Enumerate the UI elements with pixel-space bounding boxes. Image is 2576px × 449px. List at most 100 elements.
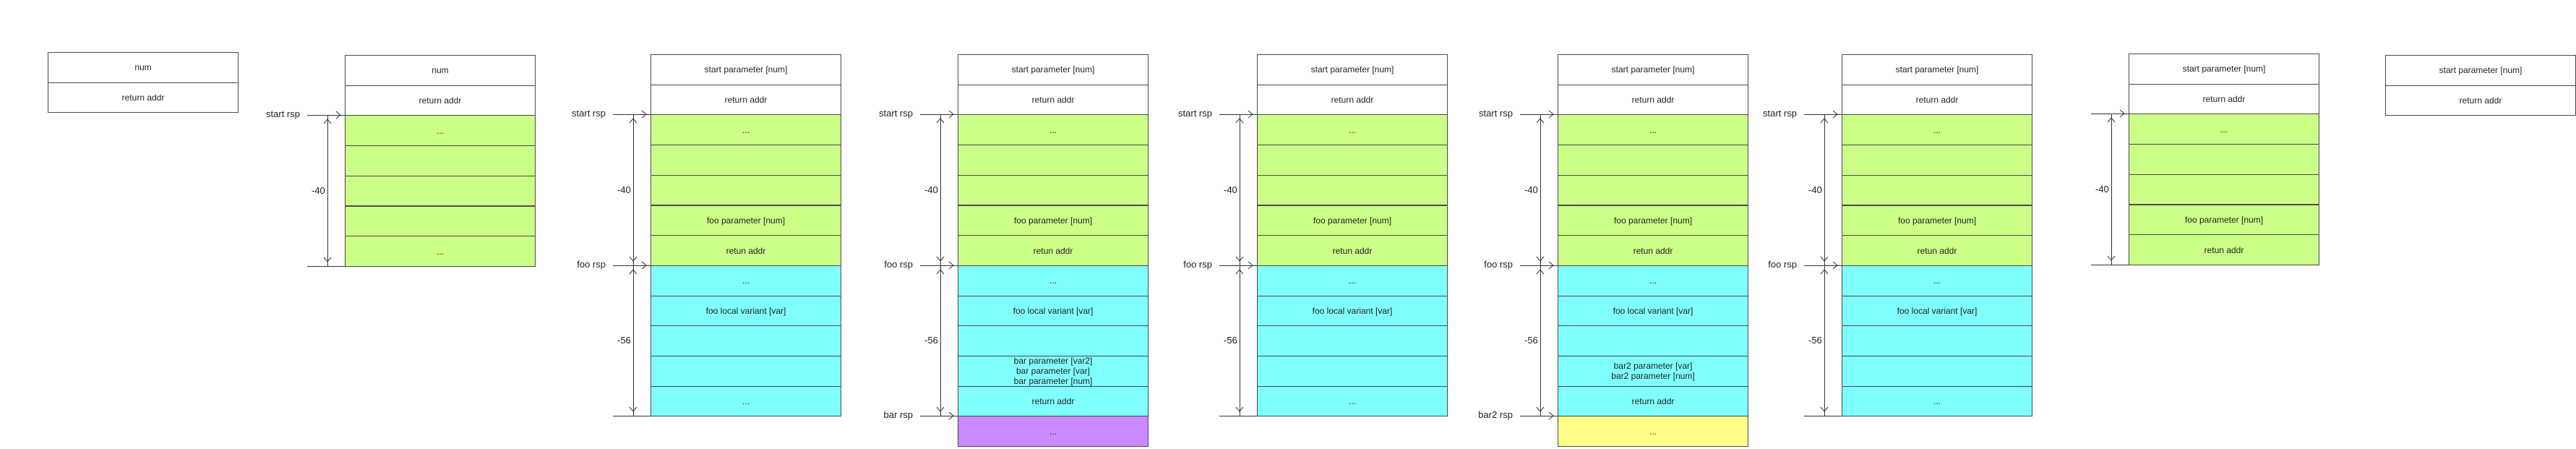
arrowhead-up [1820, 118, 1829, 124]
stack-slot: start parameter [num] [2129, 54, 2319, 85]
stack-slot [2129, 174, 2319, 205]
arrowhead-up [323, 119, 332, 124]
offset-label: -56 [1524, 335, 1538, 346]
stack-slot: foo parameter [num] [958, 205, 1149, 236]
stack-slot [651, 174, 841, 206]
stack-slot: foo parameter [num] [1257, 205, 1448, 236]
stack-slot [345, 175, 536, 207]
arrowhead-up [1235, 269, 1244, 275]
pointer-label: start rsp [1763, 108, 1797, 119]
stack-slot: ... [1842, 114, 2032, 146]
stack-slot [1842, 325, 2032, 356]
stack-slot: retun addr [2129, 234, 2319, 265]
offset-bracket-line [633, 114, 634, 265]
stack-slot: num [48, 52, 239, 83]
stack-slot: retun addr [1257, 235, 1448, 266]
stack-slot: ... [1842, 265, 2032, 296]
arrowhead-right [335, 111, 341, 119]
arrowhead-down [936, 256, 945, 262]
arrowhead-down [2107, 255, 2116, 261]
arrowhead-up [936, 269, 945, 275]
stack-slot: ... [1842, 385, 2032, 417]
offset-label: -56 [924, 335, 938, 346]
pointer-line [307, 115, 345, 116]
stack-slot: retun addr [1558, 235, 1748, 266]
stack-slot: ... [1257, 385, 1448, 417]
offset-label: -40 [617, 184, 631, 195]
arrowhead-down [629, 256, 637, 262]
arrowhead-up [1536, 118, 1545, 124]
pointer-label: start rsp [1479, 108, 1513, 119]
stack-slot: num [345, 55, 536, 86]
stack-slot: return addr [1257, 84, 1448, 116]
arrowhead-up [1536, 269, 1545, 275]
pointer-label: foo rsp [1768, 258, 1797, 270]
stack-slot: foo parameter [num] [1842, 205, 2032, 236]
stack-slot: foo local variant [var] [958, 295, 1149, 327]
pointer-label: foo rsp [1183, 258, 1212, 270]
stack-slot: ... [651, 265, 841, 296]
stack-slot [1558, 174, 1748, 206]
stack-slot: return addr [2129, 83, 2319, 115]
offset-bracket-line [1540, 114, 1541, 265]
stack-slot: foo local variant [var] [1257, 295, 1448, 327]
stack-slot: foo parameter [num] [2129, 204, 2319, 236]
stack-slot: return addr [345, 85, 536, 116]
pointer-label: start rsp [572, 108, 606, 119]
stack-slot: return addr [48, 82, 239, 114]
stack-slot: start parameter [num] [651, 54, 841, 85]
stack-slot: start parameter [num] [2385, 55, 2576, 86]
pointer-label: start rsp [1178, 108, 1212, 119]
stack-slot [958, 145, 1149, 176]
arrowhead-down [323, 257, 332, 262]
offset-label: -40 [1808, 184, 1822, 195]
offset-bracket-line [1824, 265, 1825, 416]
offset-label: -40 [312, 184, 325, 196]
offset-label: -40 [2095, 183, 2109, 194]
stack-slot [1842, 145, 2032, 176]
stack-slot: ... [958, 114, 1149, 146]
arrowhead-down [1536, 256, 1545, 262]
stack-slot [1257, 356, 1448, 387]
stack-slot: ... [1257, 114, 1448, 146]
arrowhead-down [1820, 407, 1829, 413]
stack-slot [1558, 325, 1748, 356]
stack-slot: start parameter [num] [1257, 54, 1448, 85]
stack-slot [651, 325, 841, 356]
offset-bracket-line [1824, 114, 1825, 265]
stack-slot: foo local variant [var] [1558, 295, 1748, 327]
stack-slot [958, 174, 1149, 206]
stack-slot: ... [958, 265, 1149, 296]
pointer-line [613, 114, 651, 116]
stack-slot: foo local variant [var] [651, 295, 841, 327]
offset-bracket-tick [920, 265, 958, 266]
stack-slot: retun addr [651, 235, 841, 266]
stack-slot [1257, 145, 1448, 176]
stack-slot: ... [651, 114, 841, 146]
pointer-line [920, 114, 958, 116]
stack-slot: ... [958, 416, 1149, 448]
pointer-label: foo rsp [1484, 258, 1513, 270]
stack-slot: return addr [2385, 85, 2576, 116]
arrowhead-down [629, 407, 637, 413]
stack-slot [345, 145, 536, 176]
arrowhead-right [2119, 110, 2125, 118]
offset-bracket-line [940, 114, 941, 265]
stack-slot: return addr [1558, 84, 1748, 116]
pointer-label: start rsp [879, 108, 913, 119]
stack-slot: return addr [1558, 385, 1748, 417]
stack-slot: return addr [958, 385, 1149, 417]
arrowhead-down [1536, 407, 1545, 413]
stack-slot: start parameter [num] [1558, 54, 1748, 85]
pointer-label: foo rsp [884, 258, 913, 270]
offset-bracket-line [633, 265, 634, 416]
arrowhead-up [1235, 118, 1244, 124]
stack-slot [345, 205, 536, 237]
stack-slot [1842, 356, 2032, 387]
arrowhead-right [1832, 111, 1838, 119]
offset-bracket-line [1540, 265, 1541, 416]
offset-label: -40 [1224, 184, 1237, 195]
stack-slot [651, 145, 841, 176]
stack-slot: start parameter [num] [1842, 54, 2032, 85]
